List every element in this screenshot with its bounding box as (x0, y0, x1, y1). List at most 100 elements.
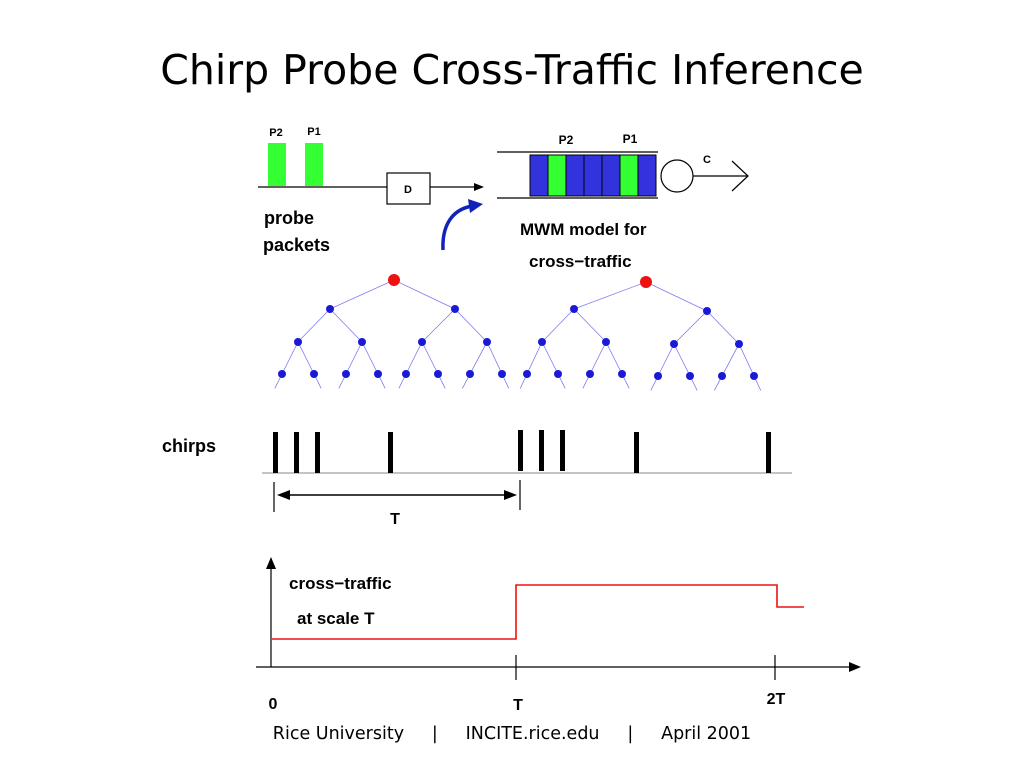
tree-leaf-node (686, 372, 694, 380)
tree-node (703, 307, 711, 315)
tree-edge (650, 343, 675, 391)
tree-node (451, 305, 459, 313)
tree-edge (713, 343, 740, 391)
tree-root-node (388, 274, 400, 286)
delay-to-queue-arrowhead (474, 183, 484, 191)
footer-website: INCITE.rice.edu (465, 724, 600, 744)
chirp-pulse (766, 432, 771, 473)
queue-caption-line1: MWM model for (520, 220, 647, 239)
tree-leaf-node (586, 370, 594, 378)
server-circle (660, 159, 694, 193)
tree-node (358, 338, 366, 346)
tree-leaf-node (374, 370, 382, 378)
tree-edge (454, 308, 488, 343)
probe-caption-line2: packets (263, 235, 330, 255)
probe-label-p1: P1 (307, 126, 320, 138)
tree-edge (573, 281, 647, 310)
tree-leaf-node (750, 372, 758, 380)
tree-edge (297, 308, 331, 343)
tree-edge (421, 308, 456, 343)
tree-node (326, 305, 334, 313)
tree-edge (541, 308, 575, 343)
tree-node (735, 340, 743, 348)
tree-edge (645, 281, 708, 312)
chirp-pulse (388, 432, 393, 473)
queue-packet-p2 (547, 154, 567, 197)
tree-edge (605, 341, 630, 389)
tree-edge (274, 341, 299, 389)
chirp-pulse (634, 432, 639, 473)
tree-edge (738, 343, 762, 391)
tree-edge (706, 310, 740, 345)
plot-y-arrowhead (266, 557, 276, 569)
chirp-pulse (560, 430, 565, 471)
tree-leaf-node (434, 370, 442, 378)
queue-group: P2 P1 C MWM model for cross−traffic (497, 132, 749, 271)
queue-label-p1: P1 (623, 132, 638, 146)
tree-edge (486, 341, 510, 389)
plot-tick-label-t: T (513, 697, 523, 714)
capacity-label: C (703, 154, 711, 166)
slide-title: Chirp Probe Cross-Traffic Inference (160, 46, 864, 94)
tree-leaf-node (554, 370, 562, 378)
period-arrowhead-left (277, 490, 290, 500)
tree-node (294, 338, 302, 346)
probe-caption-line1: probe (264, 208, 314, 228)
plot-tick-label-2t: 2T (767, 691, 786, 708)
tree-edge (361, 341, 386, 389)
tree-leaf-node (523, 370, 531, 378)
tree-node (570, 305, 578, 313)
period-label: T (390, 511, 400, 528)
tree-leaf-node (402, 370, 410, 378)
plot-label-line1: cross−traffic (289, 574, 392, 593)
chirp-pulse (294, 432, 299, 473)
delay-box (386, 172, 431, 205)
tree-edge (421, 341, 446, 389)
tree-edge (673, 343, 698, 391)
chirps-group: chirps T (162, 430, 792, 528)
probe-packets-group: P2 P1 D probe packets (258, 126, 484, 255)
chirp-pulse (273, 432, 278, 473)
cross-traffic-plot: cross−traffic at scale T 0 T 2T (256, 557, 861, 714)
tree-edge (338, 341, 363, 389)
chirp-pulse (518, 430, 523, 471)
tree-leaf-node (278, 370, 286, 378)
tree-edge (393, 279, 456, 310)
footer-date: April 2001 (661, 724, 752, 744)
chirp-pulse (315, 432, 320, 473)
probe-packet-p1 (305, 143, 323, 186)
tree-leaf-node (310, 370, 318, 378)
footer-separator: | (431, 724, 438, 744)
tree-leaf-node (342, 370, 350, 378)
queue-packet-1 (529, 154, 549, 197)
tree-edge (541, 341, 566, 389)
tree-edge (461, 341, 488, 389)
tree-edge (398, 341, 423, 389)
queue-packet-7 (637, 154, 657, 197)
footer-separator: | (627, 724, 634, 744)
footer-institution: Rice University (272, 724, 405, 744)
plot-label-line2: at scale T (297, 609, 375, 628)
tree-node (602, 338, 610, 346)
queue-packet-p1 (619, 154, 639, 197)
tree-node (483, 338, 491, 346)
plot-tick-label-0: 0 (269, 696, 278, 713)
tree-root-node (640, 276, 652, 288)
chirp-pulse (539, 430, 544, 471)
tree-leaf-node (498, 370, 506, 378)
tree-edge (329, 279, 395, 310)
plot-x-arrowhead (849, 662, 861, 672)
cross-traffic-input-arrow (441, 199, 483, 251)
tree-node (538, 338, 546, 346)
tree-edge (673, 310, 708, 345)
queue-caption-line2: cross−traffic (529, 252, 632, 271)
probe-label-p2: P2 (269, 127, 282, 139)
queue-packet-3 (565, 154, 585, 197)
delay-label: D (404, 184, 412, 196)
tree-leaf-node (718, 372, 726, 380)
tree-node (418, 338, 426, 346)
tree-edge (329, 308, 363, 343)
mwm-binary-trees (274, 274, 762, 391)
tree-node (670, 340, 678, 348)
tree-leaf-node (466, 370, 474, 378)
